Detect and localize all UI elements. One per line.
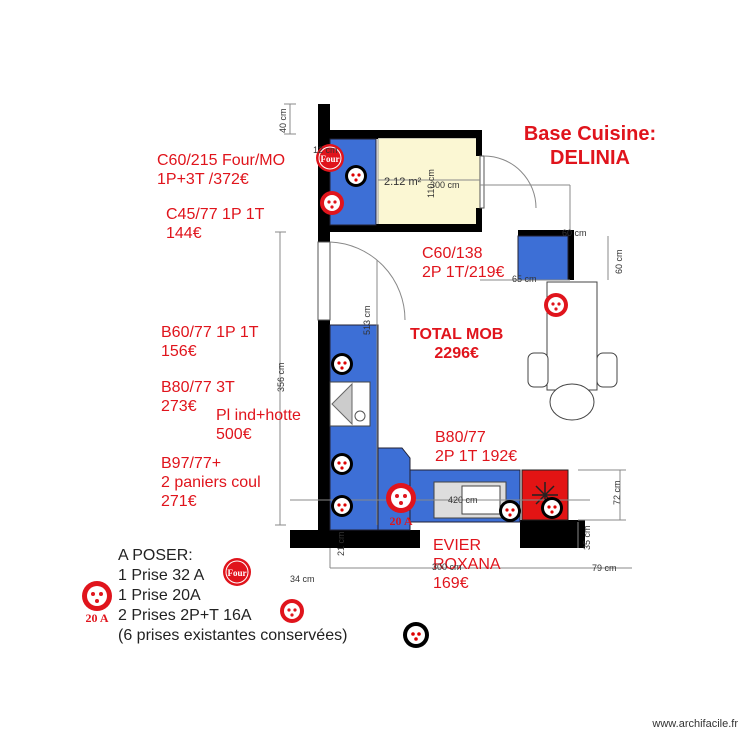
label-c60-215-line1: C60/215 Four/MO <box>157 152 286 169</box>
legend-20a-text: 20 A <box>85 611 108 625</box>
top-wall-segment <box>318 130 378 139</box>
label-plaque: Pl ind+hotte 500€ <box>216 406 301 444</box>
chair-bottom <box>549 383 595 421</box>
burner <box>354 410 366 422</box>
door-leaf-room <box>479 155 485 209</box>
socket-icon <box>541 497 563 519</box>
label-b60-77-line2: 156€ <box>161 343 197 360</box>
legend-item-prise-32a: 1 Prise 32 A <box>118 567 205 584</box>
right-upper-wall-side <box>568 230 574 280</box>
chair-right <box>596 352 618 388</box>
plan-title-line1: Base Cuisine: <box>523 123 657 145</box>
dim-300a: 300 cm <box>430 180 460 190</box>
label-b80-77: B80/77 2P 1T 192€ <box>435 428 517 466</box>
label-c45-77: C45/77 1P 1T 144€ <box>166 205 264 243</box>
dim-area: 2.12 m² <box>384 176 422 188</box>
footer-watermark: www.archifacile.fr <box>652 718 738 730</box>
socket-16a-icon <box>544 293 568 317</box>
label-plaque-line1: Pl ind+hotte <box>216 407 301 424</box>
legend-existing-icon <box>403 622 429 648</box>
dim-40: 40 cm <box>278 108 288 133</box>
label-b80-77-3t-line1: B80/77 3T <box>161 379 235 396</box>
four-badge-text: Four <box>321 154 340 164</box>
dim-72: 72 cm <box>612 480 622 505</box>
dim-12: 12 cm <box>313 145 338 155</box>
label-b97: B97/77+ 2 paniers coul 271€ <box>161 454 261 511</box>
dimension-lines <box>275 103 632 569</box>
new-socket-16a-icons <box>320 191 568 317</box>
dim-300b: 300 cm <box>432 562 462 572</box>
legend-16a-icon <box>280 599 304 623</box>
plan-title-line2: DELINIA <box>550 147 630 169</box>
socket-icon <box>345 165 367 187</box>
label-b60-77-line1: B60/77 1P 1T <box>161 324 259 341</box>
top-wall-room <box>378 130 482 138</box>
bottom-wall-right <box>520 520 585 548</box>
dim-420: 420 cm <box>448 495 478 505</box>
door-leaf <box>317 241 331 321</box>
dim-35: 35 cm <box>582 525 592 550</box>
label-evier-line3: 169€ <box>433 575 469 592</box>
door-swing-room <box>483 155 537 209</box>
legend-item-prise-16a: 2 Prises 2P+T 16A <box>118 607 252 624</box>
dim-79: 79 cm <box>592 563 617 573</box>
label-c60-215: C60/215 Four/MO 1P+3T /372€ <box>157 151 285 189</box>
label-evier: EVIER ROXANA 169€ <box>433 536 501 593</box>
label-b80-77-3t-line2: 273€ <box>161 398 197 415</box>
label-b80-77-3t: B80/77 3T 273€ <box>161 378 235 416</box>
label-c60-138-line2: 2P 1T/219€ <box>422 264 505 281</box>
legend-item-prise-20a: 1 Prise 20A <box>118 587 201 604</box>
dim-60b: 60 cm <box>562 228 587 238</box>
dim-60: 60 cm <box>614 249 624 274</box>
socket-icon <box>331 353 353 375</box>
socket-icon <box>331 495 353 517</box>
legend: A POSER: 1 Prise 32 A 1 Prise 20A 2 Pris… <box>118 546 347 646</box>
four-32a-badge <box>316 144 344 172</box>
upper-divider-wall <box>318 224 482 232</box>
label-c60-138-line1: C60/138 <box>422 245 483 262</box>
socket-20a-icon <box>386 483 416 513</box>
dim-34: 34 cm <box>290 574 315 584</box>
label-total-line1: TOTAL MOB <box>410 326 504 343</box>
legend-20a-icon <box>82 581 112 611</box>
label-b97-line3: 271€ <box>161 493 197 510</box>
hood-shape <box>331 382 353 426</box>
label-b97-line2: 2 paniers coul <box>161 474 261 491</box>
label-evier-line1: EVIER <box>433 537 482 554</box>
label-b80-77-line2: 2P 1T 192€ <box>435 448 518 465</box>
plan-title: Base Cuisine: DELINIA <box>505 122 675 170</box>
right-upper-wall <box>518 230 574 236</box>
socket-16a-icon <box>320 191 344 215</box>
label-evier-line2: ROXANA <box>433 556 501 573</box>
label-plaque-line2: 500€ <box>216 426 252 443</box>
legend-item-existing: (6 prises existantes conservées) <box>118 627 348 644</box>
bottom-wall-left <box>290 530 420 548</box>
dim-513: 513 cm <box>362 305 372 335</box>
adjacent-room <box>377 137 481 227</box>
label-b60-77: B60/77 1P 1T 156€ <box>161 323 259 361</box>
label-c60-215-line2: 1P+3T /372€ <box>157 171 249 188</box>
socket-icon <box>331 453 353 475</box>
chair-left <box>527 352 549 388</box>
right-wall-room <box>476 138 482 156</box>
right-wall-room-b <box>476 208 482 230</box>
legend-four-icon <box>223 558 251 586</box>
door-swing-left <box>329 241 406 321</box>
label-c45-77-line1: C45/77 1P 1T <box>166 206 265 223</box>
existing-socket-icons <box>331 165 563 522</box>
label-total: TOTAL MOB 2296€ <box>410 325 503 363</box>
label-total-line2: 2296€ <box>434 345 479 362</box>
label-c60-138: C60/138 2P 1T/219€ <box>422 244 504 282</box>
legend-four-text: Four <box>228 568 247 578</box>
socket-icon <box>499 500 521 522</box>
dim-65: 65 cm <box>512 274 537 284</box>
legend-heading: A POSER: <box>118 547 193 564</box>
label-c45-77-line2: 144€ <box>166 225 202 242</box>
corner-cabinet <box>517 235 569 281</box>
label-b97-line1: B97/77+ <box>161 455 222 472</box>
socket-20a-text: 20 A <box>389 514 412 528</box>
dim-356: 356 cm <box>276 362 286 392</box>
label-b80-77-line1: B80/77 <box>435 429 486 446</box>
